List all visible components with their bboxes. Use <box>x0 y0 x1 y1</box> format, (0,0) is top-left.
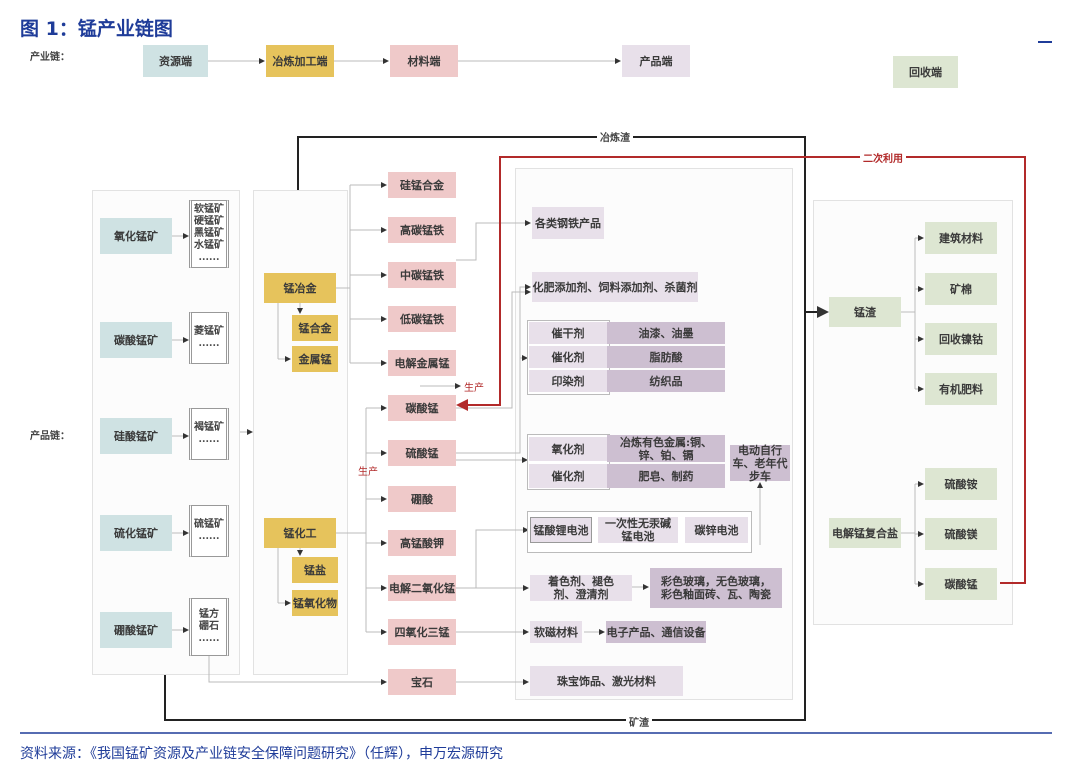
manganese-oxide: 锰氧化物 <box>292 590 338 616</box>
agent: 催化剂 <box>529 464 607 488</box>
minerals-borate: 锰方硼石...... <box>189 598 229 656</box>
stage-product: 产品端 <box>622 45 690 77</box>
salt-product: 硫酸铵 <box>925 468 997 500</box>
compound-salt: 电解锰复合盐 <box>829 518 901 548</box>
jewelry: 珠宝饰品、激光材料 <box>530 666 683 696</box>
glass-products: 彩色玻璃，无色玻璃，彩色釉面砖、瓦、陶瓷 <box>650 568 782 608</box>
material: 碳酸锰 <box>388 395 456 421</box>
end-product: 肥皂、制药 <box>607 464 725 488</box>
minerals-carbonate: 菱锰矿...... <box>189 312 229 364</box>
battery: 一次性无汞碱锰电池 <box>598 517 678 543</box>
mineral: 硬锰矿 <box>194 216 224 227</box>
electronics: 电子产品、通信设备 <box>606 621 706 643</box>
recycle-panel <box>813 200 1013 625</box>
metal-manganese: 金属锰 <box>292 346 338 372</box>
steel-products: 各类钢铁产品 <box>532 207 604 239</box>
ore-sulfide: 硫化锰矿 <box>100 515 172 551</box>
ore-slag-label: 矿渣 <box>626 714 652 729</box>
mineral: 软锰矿 <box>194 204 224 215</box>
mineral: 硼石 <box>199 621 219 632</box>
produce-label: 生产 <box>464 383 484 394</box>
secondary-use-label: 二次利用 <box>860 150 906 165</box>
mineral: 褐锰矿 <box>194 422 224 433</box>
ore-borate: 硼酸锰矿 <box>100 612 172 648</box>
mineral: 黑锰矿 <box>194 228 224 239</box>
source-note: 资料来源：《我国锰矿资源及产业链安全保障问题研究》（任辉），申万宏源研究 <box>20 746 503 762</box>
mineral: ...... <box>198 252 220 263</box>
mineral: ...... <box>198 633 220 644</box>
ore-silicate: 硅酸锰矿 <box>100 418 172 454</box>
mineral: ...... <box>198 338 220 349</box>
soft-magnetic: 软磁材料 <box>530 621 582 643</box>
slag-use: 回收镍钴 <box>925 323 997 355</box>
end-product: 冶炼有色金属:铜、锌、铂、镉 <box>607 435 725 462</box>
material: 宝石 <box>388 669 456 695</box>
mineral: 硫锰矿 <box>194 519 224 530</box>
stage-resource: 资源端 <box>143 45 208 77</box>
salt-product: 硫酸镁 <box>925 518 997 550</box>
material: 硫酸锰 <box>388 440 456 466</box>
manganese-metallurgy: 锰冶金 <box>264 273 336 303</box>
stage-smelting: 冶炼加工端 <box>266 45 334 77</box>
corner-mark <box>1038 41 1052 43</box>
battery: 锰酸锂电池 <box>530 517 592 543</box>
mineral: 锰方 <box>199 609 219 620</box>
agent: 印染剂 <box>529 370 607 392</box>
end-product: 油漆、油墨 <box>607 322 725 344</box>
minerals-sulfide: 硫锰矿...... <box>189 505 229 557</box>
stage-material: 材料端 <box>390 45 458 77</box>
material: 硅锰合金 <box>388 172 456 198</box>
colorant: 着色剂、褪色剂、澄清剂 <box>530 575 632 601</box>
minerals-silicate: 褐锰矿...... <box>189 408 229 460</box>
manganese-chemical: 锰化工 <box>264 518 336 548</box>
mineral: 水锰矿 <box>194 240 224 251</box>
slag-use: 建筑材料 <box>925 222 997 254</box>
industry-chain-label: 产业链： <box>30 52 70 63</box>
manganese-alloy: 锰合金 <box>292 315 338 341</box>
material: 低碳锰铁 <box>388 306 456 332</box>
battery: 碳锌电池 <box>685 517 748 543</box>
agent: 催化剂 <box>529 346 607 368</box>
material: 硼酸 <box>388 486 456 512</box>
additives: 化肥添加剂、饲料添加剂、杀菌剂 <box>532 272 698 302</box>
produce-label: 生产 <box>358 467 378 478</box>
smelting-slag-label: 冶炼渣 <box>597 129 633 144</box>
salt-product: 碳酸锰 <box>925 568 997 600</box>
material: 中碳锰铁 <box>388 262 456 288</box>
material: 四氧化三锰 <box>388 619 456 645</box>
mineral: 菱锰矿 <box>194 326 224 337</box>
slag-use: 有机肥料 <box>925 373 997 405</box>
ev-products: 电动自行车、老年代步车 <box>730 444 790 483</box>
figure-title: 图 1：锰产业链图 <box>20 18 173 40</box>
ore-oxide: 氧化锰矿 <box>100 218 172 254</box>
material: 高碳锰铁 <box>388 217 456 243</box>
manganese-slag: 锰渣 <box>829 297 901 327</box>
end-product: 脂肪酸 <box>607 346 725 368</box>
manganese-salt: 锰盐 <box>292 557 338 583</box>
material: 高锰酸钾 <box>388 530 456 556</box>
material: 电解二氧化锰 <box>388 575 456 601</box>
product-chain-label: 产品链： <box>30 431 70 442</box>
agent: 氧化剂 <box>529 437 607 461</box>
ore-carbonate: 碳酸锰矿 <box>100 322 172 358</box>
mineral: ...... <box>198 434 220 445</box>
mineral: ...... <box>198 531 220 542</box>
slag-use: 矿棉 <box>925 273 997 305</box>
minerals-oxide: 软锰矿硬锰矿黑锰矿水锰矿...... <box>189 200 229 268</box>
material: 电解金属锰 <box>388 350 456 376</box>
end-product: 纺织品 <box>607 370 725 392</box>
stage-recycle: 回收端 <box>893 56 958 88</box>
agent: 催干剂 <box>529 322 607 344</box>
